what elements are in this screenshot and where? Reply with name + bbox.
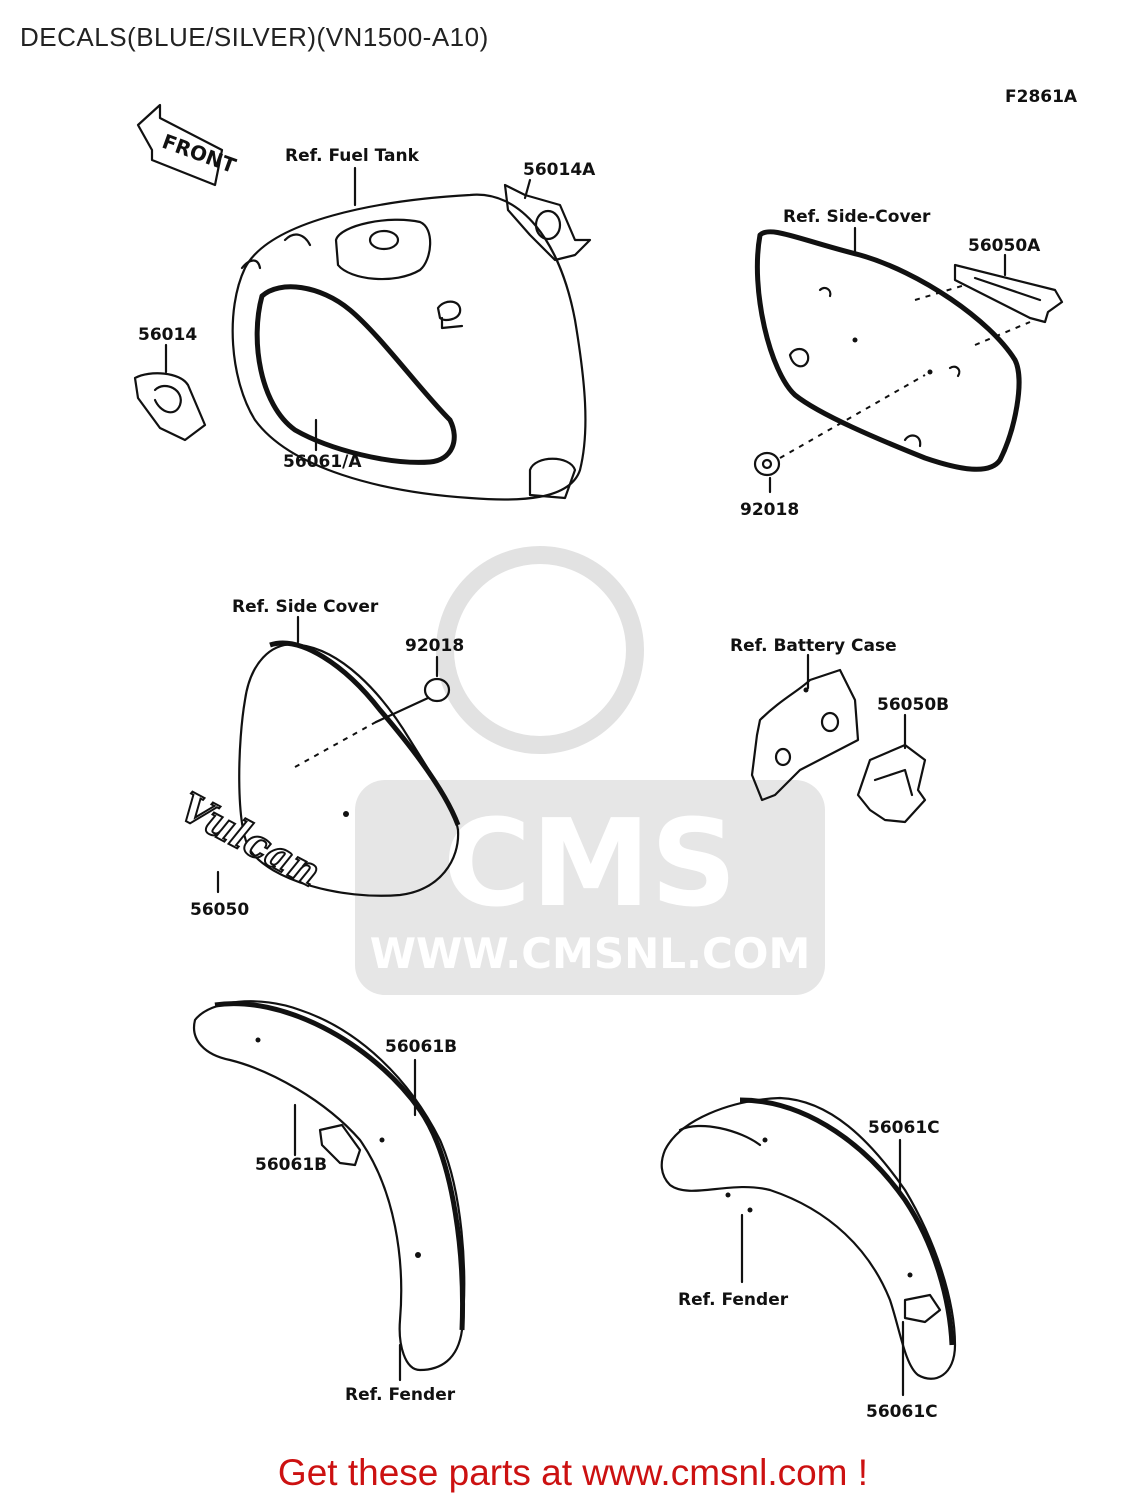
label-ref-fender-right: Ref. Fender — [678, 1290, 789, 1310]
front-arrow-icon: FRONT — [136, 103, 239, 187]
front-arrow-label: FRONT — [159, 129, 239, 178]
label-56050B: 56050B — [877, 695, 949, 715]
label-56050A: 56050A — [968, 236, 1041, 256]
grommet-92018-top — [753, 451, 781, 477]
decal-56050A — [953, 263, 1064, 324]
leader-line — [294, 721, 377, 768]
rear-fender — [660, 1096, 957, 1380]
decal-56014A — [503, 183, 592, 262]
leader-line — [779, 374, 926, 459]
watermark-brand: CMS — [443, 795, 737, 934]
fuel-tank — [231, 193, 587, 501]
label-56061B-b: 56061B — [255, 1155, 327, 1175]
diagram-title: DECALS(BLUE/SILVER)(VN1500-A10) — [20, 22, 489, 52]
grommet-92018-mid — [423, 677, 451, 703]
label-ref-side-cover: Ref. Side Cover — [232, 597, 379, 617]
side-cover-right — [754, 229, 1022, 472]
footer-link[interactable]: Get these parts at www.cmsnl.com ! — [277, 1452, 869, 1493]
label-ref-fender-left: Ref. Fender — [345, 1385, 456, 1405]
leader-line — [914, 284, 966, 301]
label-ref-fuel-tank: Ref. Fuel Tank — [285, 146, 420, 166]
leader-line — [523, 178, 532, 200]
label-56014: 56014 — [138, 325, 197, 345]
cms-watermark: CMS WWW.CMSNL.COM — [355, 546, 825, 995]
label-56061C-a: 56061C — [868, 1118, 940, 1138]
label-56061B-a: 56061B — [385, 1037, 457, 1057]
decal-56014 — [133, 372, 207, 442]
vulcan-logo-decal: Vulcan — [171, 782, 329, 897]
vulcan-logo-text: Vulcan — [172, 783, 328, 896]
figure-code: F2861A — [1005, 87, 1078, 107]
watermark-url: WWW.CMSNL.COM — [370, 929, 811, 978]
side-cover-left — [238, 640, 461, 897]
label-92018-top: 92018 — [740, 500, 799, 520]
leader-line — [374, 696, 430, 724]
label-56050: 56050 — [190, 900, 249, 920]
front-fender — [192, 1000, 466, 1372]
label-56014A: 56014A — [523, 160, 596, 180]
label-56061A: 56061/A — [283, 452, 362, 472]
label-56061C-b: 56061C — [866, 1402, 938, 1422]
decal-56050B — [856, 743, 927, 824]
label-92018-mid: 92018 — [405, 636, 464, 656]
label-ref-side-cover-top: Ref. Side-Cover — [783, 207, 931, 227]
label-ref-battery-case: Ref. Battery Case — [730, 636, 897, 656]
